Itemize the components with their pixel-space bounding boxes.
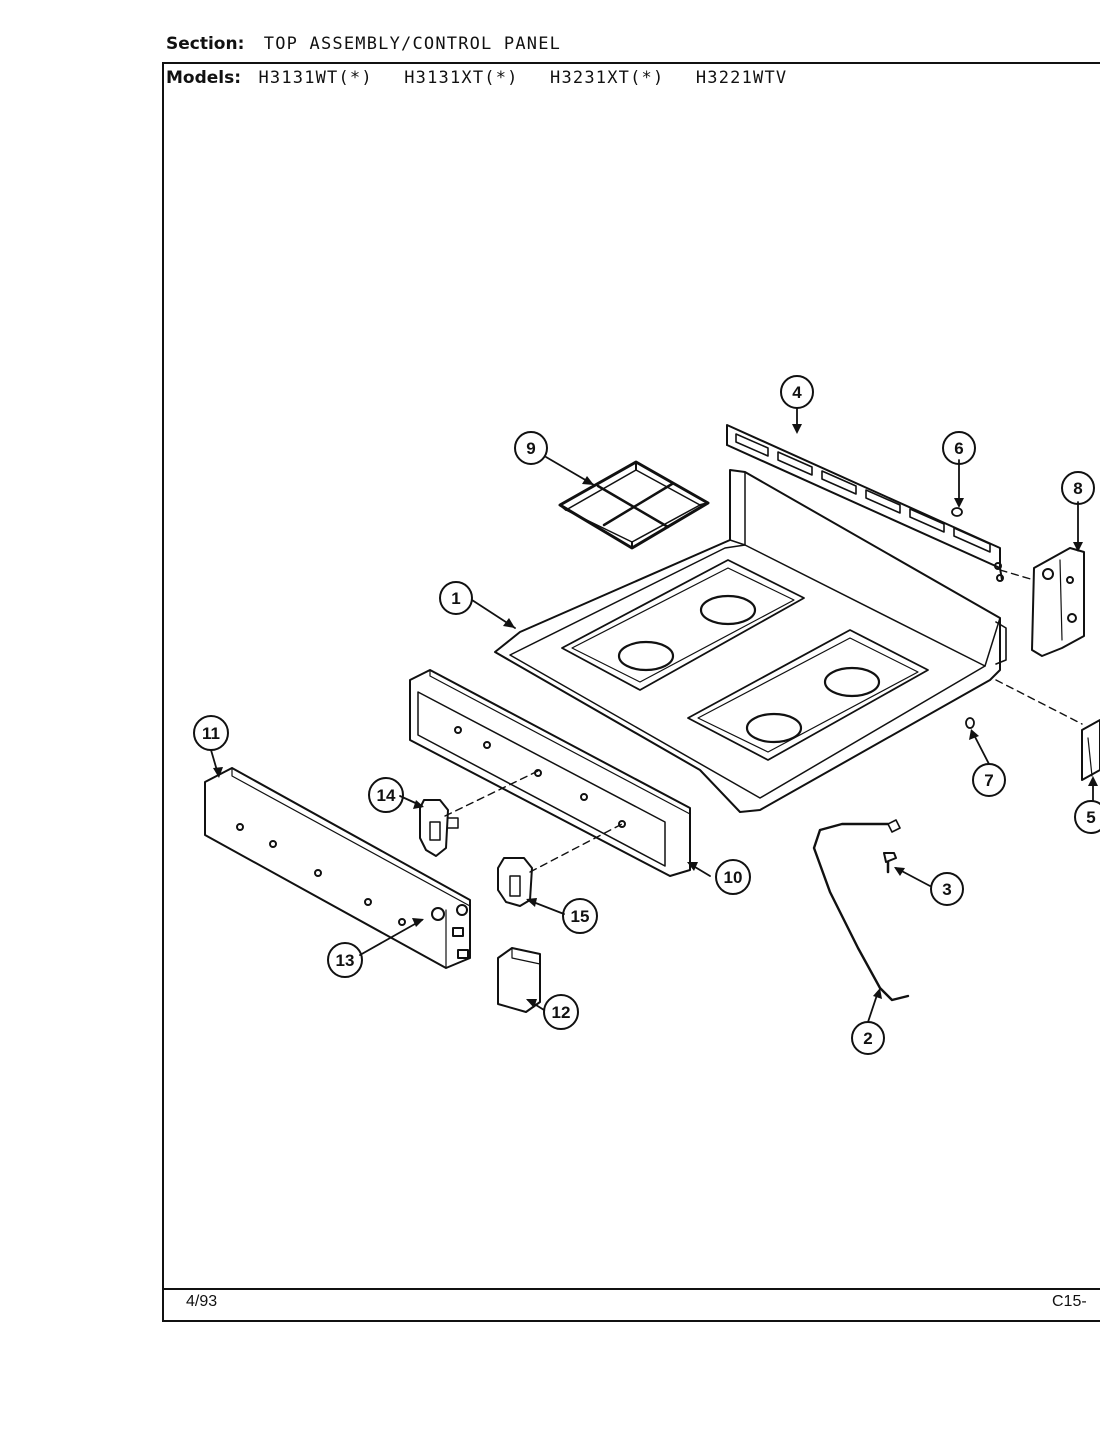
callout-10: 10 xyxy=(715,859,751,895)
callout-11: 11 xyxy=(193,715,229,751)
callout-13: 13 xyxy=(327,942,363,978)
callout-4: 4 xyxy=(780,375,814,409)
side-bracket xyxy=(1031,547,1085,657)
clip-fastener xyxy=(965,717,975,729)
svg-text:1: 1 xyxy=(451,589,460,608)
models-label: Models: xyxy=(166,68,242,88)
callout-8: 8 xyxy=(1061,471,1095,505)
callout-1: 1 xyxy=(439,581,473,615)
svg-text:7: 7 xyxy=(984,771,993,790)
svg-text:10: 10 xyxy=(724,868,743,887)
svg-text:6: 6 xyxy=(954,439,963,458)
model-number: H3131XT(*) xyxy=(404,68,519,88)
leader-arrowheads xyxy=(213,424,1098,1008)
svg-text:3: 3 xyxy=(942,880,951,899)
svg-text:4: 4 xyxy=(792,383,802,402)
callout-5: 5 xyxy=(1074,800,1100,834)
clip-fastener xyxy=(951,507,963,517)
svg-text:13: 13 xyxy=(336,951,355,970)
callouts: 1 2 3 4 5 6 7 8 9 10 11 12 13 14 15 xyxy=(193,375,1100,1055)
callout-2: 2 xyxy=(851,1021,885,1055)
control-knob-lower xyxy=(497,857,533,907)
control-knob-upper xyxy=(419,799,459,857)
section-title: TOP ASSEMBLY/CONTROL PANEL xyxy=(263,34,562,54)
control-panel-backguard xyxy=(409,669,691,877)
callout-12: 12 xyxy=(543,994,579,1030)
callout-9: 9 xyxy=(514,431,548,465)
svg-text:12: 12 xyxy=(552,1003,571,1022)
alignment-lines xyxy=(444,569,1083,873)
models-header: Models: H3131WT(*) H3131XT(*) H3231XT(*)… xyxy=(166,68,807,88)
side-trim xyxy=(1081,719,1100,781)
callout-14: 14 xyxy=(368,777,404,813)
svg-text:11: 11 xyxy=(202,724,220,743)
section-label: Section: xyxy=(166,34,245,54)
model-number: H3221WTV xyxy=(695,68,788,88)
control-panel xyxy=(204,767,471,969)
svg-text:5: 5 xyxy=(1086,808,1095,827)
callout-6: 6 xyxy=(942,431,976,465)
burner-grate xyxy=(558,460,710,550)
callout-7: 7 xyxy=(972,763,1006,797)
model-number: H3231XT(*) xyxy=(550,68,665,88)
footer-page-number: C15- xyxy=(1052,1293,1087,1310)
svg-text:9: 9 xyxy=(526,439,535,458)
gas-tube xyxy=(812,819,910,1002)
callout-15: 15 xyxy=(562,898,598,934)
screw-fastener xyxy=(883,852,897,874)
models-list: H3131WT(*) H3131XT(*) H3231XT(*) H3221WT… xyxy=(258,68,807,88)
model-number: H3131WT(*) xyxy=(258,68,373,88)
main-cooktop xyxy=(494,469,1007,813)
svg-text:8: 8 xyxy=(1073,479,1082,498)
section-header: Section: TOP ASSEMBLY/CONTROL PANEL xyxy=(166,34,561,54)
svg-text:14: 14 xyxy=(377,786,396,805)
svg-text:15: 15 xyxy=(571,907,590,926)
footer-date: 4/93 xyxy=(186,1293,218,1310)
footer-rule xyxy=(162,1288,1100,1290)
switch-block xyxy=(497,947,541,1013)
callout-3: 3 xyxy=(930,872,964,906)
diagram-frame xyxy=(162,62,1100,1322)
svg-text:2: 2 xyxy=(863,1029,872,1048)
